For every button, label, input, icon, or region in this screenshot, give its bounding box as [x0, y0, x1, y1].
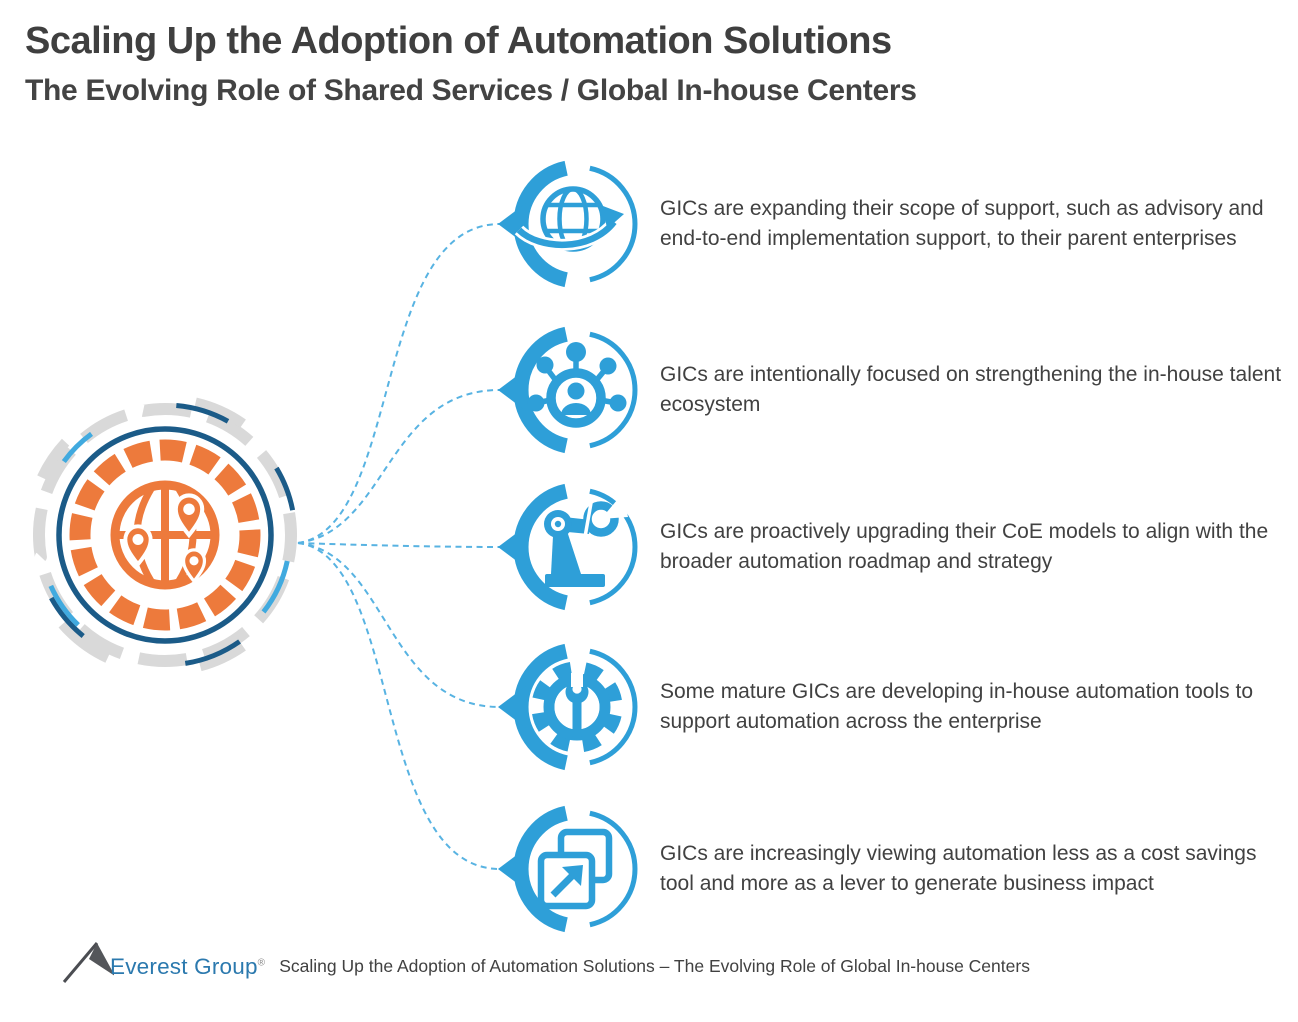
item-1-badge: [498, 160, 638, 288]
everest-group-logo-text: Everest Group®: [110, 954, 265, 980]
page-subtitle: The Evolving Role of Shared Services / G…: [25, 74, 917, 107]
item-5-badge: [498, 805, 638, 933]
badge-ring: [498, 643, 638, 771]
robot-arm-icon: [544, 493, 628, 587]
page-title: Scaling Up the Adoption of Automation So…: [25, 20, 892, 62]
item-1-text: GICs are expanding their scope of suppor…: [660, 197, 1264, 250]
item-3-text: GICs are proactively upgrading their CoE…: [660, 520, 1269, 573]
item-2-badge: [498, 326, 638, 454]
connector-line-4: [297, 542, 501, 708]
registered-mark: ®: [257, 957, 266, 969]
item-4-badge: [498, 643, 638, 771]
item-5-text: GICs are increasingly viewing automation…: [660, 842, 1257, 895]
item-2-text: GICs are intentionally focused on streng…: [660, 363, 1282, 416]
footer-caption: Scaling Up the Adoption of Automation So…: [279, 956, 1030, 976]
item-3-badge: [498, 483, 638, 611]
logo-wordmark: Everest Group: [110, 954, 258, 979]
hub-globe-graphic: [25, 395, 305, 675]
badge-ring: [498, 326, 638, 454]
connector-line-5: [297, 542, 501, 870]
connector-line-2: [297, 389, 501, 544]
item-4-text: Some mature GICs are developing in-house…: [660, 680, 1253, 733]
map-pin-icon: [123, 524, 153, 568]
map-pin-icon: [181, 548, 207, 584]
globe-locations-icon: [110, 480, 220, 590]
badge-ring: [498, 805, 638, 933]
connector-line-1: [297, 223, 501, 544]
talent-network-icon: [527, 342, 627, 428]
gear-wrench-icon: [531, 661, 623, 753]
footer: Everest Group® Scaling Up the Adoption o…: [62, 930, 1030, 986]
everest-mountain-icon: [62, 942, 114, 983]
copy-arrow-icon: [537, 828, 613, 910]
connector-line-3: [297, 542, 501, 548]
hub-navy-accent-ring: [32, 402, 298, 668]
badge-ring: [498, 483, 638, 611]
hub-outer-gray-ring-offset: [25, 395, 305, 675]
globe-arrow-icon: [514, 186, 624, 252]
map-pin-icon: [173, 493, 205, 539]
hub-navy-circle: [56, 426, 274, 644]
